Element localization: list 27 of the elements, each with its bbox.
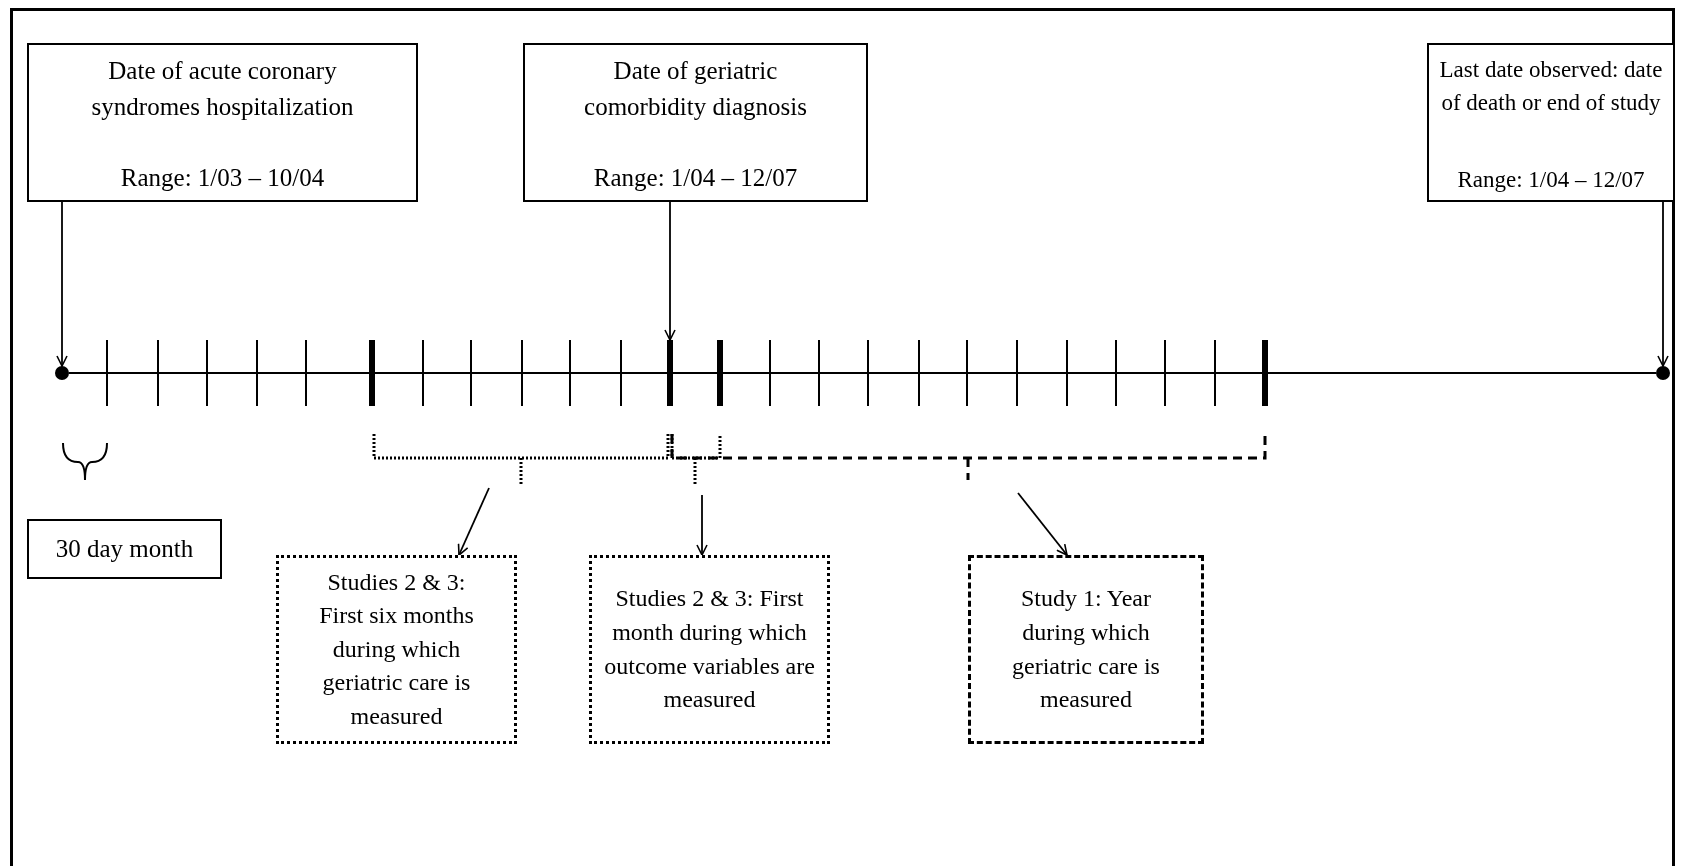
period-box bbox=[589, 555, 830, 744]
event-box bbox=[523, 43, 868, 202]
arrow bbox=[696, 494, 708, 556]
timeline-dot bbox=[1656, 366, 1670, 380]
event-box bbox=[27, 43, 418, 202]
thick-tick-mark bbox=[667, 340, 673, 406]
arrow bbox=[56, 201, 68, 367]
event-description: Date of acute coronary syndromes hospitalization bbox=[90, 56, 355, 123]
event-description: Last date observed: date of death or end of study bbox=[1438, 56, 1664, 118]
period-description: Studies 2 & 3: First month during which outcome variables are measured bbox=[604, 584, 815, 715]
period-box bbox=[276, 555, 517, 744]
arrow bbox=[1657, 201, 1669, 367]
arrow bbox=[664, 201, 676, 341]
timeline-dot bbox=[55, 366, 69, 380]
interval-label: 30 day month bbox=[55, 534, 194, 564]
arrow bbox=[1017, 492, 1068, 556]
event-description: Date of geriatric comorbidity diagnosis bbox=[583, 56, 808, 123]
event-box bbox=[1427, 43, 1675, 202]
date-range: Range: 1/04 – 12/07 bbox=[1457, 165, 1645, 194]
arrow bbox=[457, 487, 490, 556]
period-description: Study 1: Year during which geriatric care is measured bbox=[1011, 584, 1161, 715]
period-description: Studies 2 & 3: First six months during which geriatric care is measured bbox=[318, 567, 475, 731]
timeline-line bbox=[68, 372, 1657, 374]
period-box bbox=[968, 555, 1204, 744]
label-box bbox=[27, 519, 222, 579]
date-range: Range: 1/03 – 10/04 bbox=[120, 162, 325, 193]
date-range: Range: 1/04 – 12/07 bbox=[593, 162, 798, 193]
